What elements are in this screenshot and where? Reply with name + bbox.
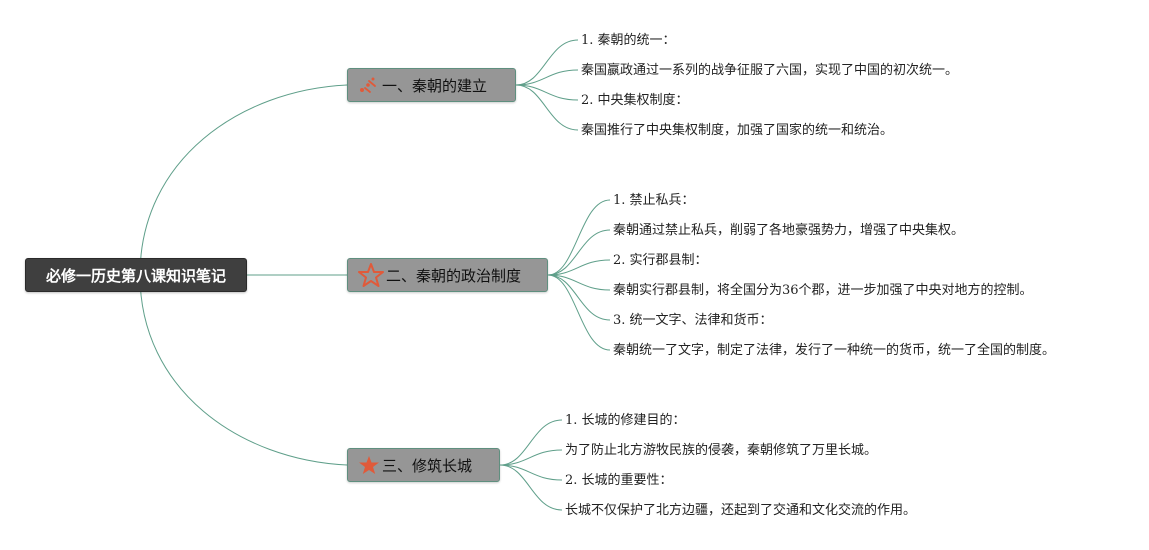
leaf-heading: 2. 实行郡县制： — [613, 253, 708, 268]
branch-title: 二、秦朝的政治制度 — [386, 266, 522, 285]
root-node[interactable]: 必修一历史第八课知识笔记 — [25, 258, 247, 292]
edge-branch-2-leaf-3 — [547, 259, 611, 276]
leaf-heading: 1. 秦朝的统一： — [581, 33, 676, 48]
leaf-text: 秦朝实行郡县制，将全国分为36个郡，进一步加强了中央对地方的控制。 — [613, 283, 1033, 298]
leaf-text: 秦国嬴政通过一系列的战争征服了六国，实现了中国的初次统一。 — [581, 63, 959, 78]
branch-node-qin-politics[interactable]: 二、秦朝的政治制度 — [347, 258, 548, 292]
leaf-text: 秦朝通过禁止私兵，削弱了各地豪强势力，增强了中央集权。 — [613, 223, 965, 238]
edge-branch-1-leaf-2 — [515, 69, 579, 86]
leaf-heading: 3. 统一文字、法律和货币： — [613, 313, 773, 328]
sparkle-icon — [358, 75, 380, 95]
branch-title: 一、秦朝的建立 — [382, 76, 488, 95]
edge-branch-3-leaf-1 — [499, 419, 563, 466]
edge-branch-1-leaf-4 — [515, 84, 579, 131]
edge-root-branch-3 — [139, 274, 348, 466]
branch-node-qin-founding[interactable]: 一、秦朝的建立 — [347, 68, 516, 102]
edge-branch-2-leaf-2 — [547, 229, 611, 276]
leaf-heading: 1. 禁止私兵： — [613, 193, 695, 208]
edge-branch-3-leaf-3 — [499, 464, 563, 481]
star-filled-icon — [358, 455, 380, 475]
edge-branch-3-leaf-2 — [499, 449, 563, 466]
edge-branch-2-leaf-5 — [547, 274, 611, 321]
edge-branch-3-leaf-4 — [499, 464, 563, 511]
leaf-text: 长城不仅保护了北方边疆，还起到了交通和文化交流的作用。 — [565, 503, 917, 518]
leaf-heading: 1. 长城的修建目的： — [565, 413, 686, 428]
edge-branch-1-leaf-1 — [515, 39, 579, 86]
leaf-text: 为了防止北方游牧民族的侵袭，秦朝修筑了万里长城。 — [565, 443, 878, 458]
root-title: 必修一历史第八课知识笔记 — [45, 266, 226, 285]
leaf-text: 秦国推行了中央集权制度，加强了国家的统一和统治。 — [581, 123, 894, 138]
branch-node-great-wall[interactable]: 三、修筑长城 — [347, 448, 500, 482]
edge-branch-1-leaf-3 — [515, 84, 579, 101]
leaf-heading: 2. 长城的重要性： — [565, 473, 673, 488]
star-outline-icon — [358, 263, 384, 287]
leaf-text: 秦朝统一了文字，制定了法律，发行了一种统一的货币，统一了全国的制度。 — [613, 343, 1056, 358]
branch-title: 三、修筑长城 — [382, 456, 473, 475]
edge-branch-2-leaf-6 — [547, 274, 611, 351]
edge-branch-2-leaf-1 — [547, 199, 611, 276]
edge-root-branch-1 — [139, 84, 348, 276]
edge-branch-2-leaf-4 — [547, 274, 611, 291]
leaf-heading: 2. 中央集权制度： — [581, 93, 689, 108]
